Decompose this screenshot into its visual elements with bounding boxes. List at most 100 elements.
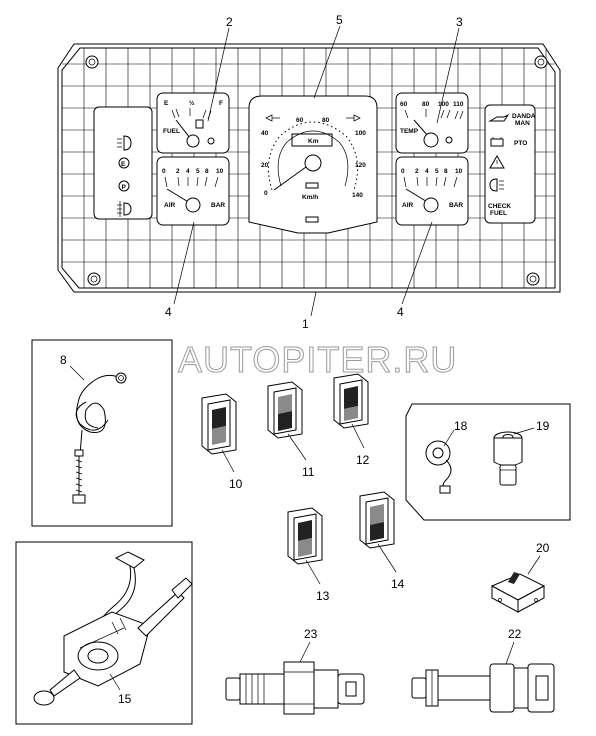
temp-tick: 80 [422, 101, 430, 108]
air-left-label: AIR [164, 202, 176, 209]
item-18-lamp-holder [425, 440, 452, 494]
air-right-tick: 2 [415, 168, 419, 175]
callout-2: 2 [226, 15, 233, 29]
air-right-label: AIR [402, 202, 414, 209]
speed-tick: 40 [261, 130, 269, 137]
air-left-tick: 8 [205, 168, 209, 175]
speedometer: 60 80 40 100 20 120 0 140 Km Km/h [248, 95, 378, 234]
danda-label: DANDA [512, 113, 536, 120]
temp-gauge: 60 80 100 110 TEMP [395, 92, 469, 154]
item-14-rocker-switch [359, 491, 395, 549]
speed-unit-label: Km/h [302, 194, 318, 201]
fog-light-icon [117, 201, 132, 217]
callout-8: 8 [60, 353, 67, 367]
speed-tick: 20 [261, 162, 269, 169]
callout-1: 1 [302, 317, 309, 331]
air-right-tick: 5 [435, 168, 439, 175]
callout-15: 15 [118, 692, 132, 706]
leader-11 [287, 433, 307, 461]
callout-5: 5 [336, 13, 343, 27]
left-warning-panel: E P [93, 106, 153, 220]
fuel-warn-label: FUEL [490, 210, 507, 217]
fuel-label: FUEL [163, 128, 180, 135]
item-19-bulb-socket [493, 431, 523, 486]
air-left-tick: 4 [186, 168, 190, 175]
item-18-19-box [405, 403, 571, 521]
warning-triangle-icon [489, 155, 505, 169]
air-right-tick: 4 [425, 168, 429, 175]
speed-tick: 140 [352, 192, 363, 199]
callout-12: 12 [356, 453, 370, 467]
speed-tick: 120 [355, 162, 366, 169]
leader-10 [221, 449, 235, 473]
km-label: Km [308, 138, 319, 145]
item-10-rocker-switch [201, 393, 237, 455]
leader-18 [443, 429, 455, 447]
callout-22: 22 [508, 627, 522, 641]
oil-can-icon [488, 113, 510, 122]
dash-leaders [173, 25, 460, 317]
bar-left-label: BAR [211, 202, 225, 209]
item-13-rocker-switch [287, 507, 323, 565]
leader-14 [377, 543, 397, 573]
p-icon: P [118, 180, 130, 192]
callout-13: 13 [316, 589, 330, 603]
air-left-tick: 5 [196, 168, 200, 175]
callout-3: 3 [456, 15, 463, 29]
air-gauge-right: 0 2 4 5 8 10 AIR BAR [395, 156, 469, 226]
speed-tick: 100 [355, 130, 366, 137]
callout-11: 11 [302, 465, 315, 479]
headlight-icon [117, 135, 132, 151]
leader-20 [527, 555, 541, 575]
item-22-sensor [411, 663, 555, 713]
air-left-tick: 10 [216, 168, 224, 175]
fuel-e-label: E [164, 100, 169, 107]
callout-20: 20 [536, 541, 550, 555]
callout-14: 14 [391, 577, 405, 591]
leader-12 [351, 423, 365, 449]
speed-tick: 80 [322, 117, 330, 124]
air-left-tick: 2 [176, 168, 180, 175]
battery-icon [490, 137, 504, 147]
mounting-holes [85, 55, 548, 286]
rear-fog-icon [489, 178, 504, 192]
callout-4: 4 [397, 305, 404, 319]
temp-tick: 110 [453, 101, 464, 108]
air-left-tick: 0 [162, 168, 166, 175]
leader-19 [513, 427, 535, 435]
callout-19: 19 [536, 419, 550, 433]
callout-18: 18 [454, 419, 468, 433]
item-20-relay [490, 572, 546, 613]
fuel-gauge: E ½ F FUEL [156, 92, 230, 154]
callout-10: 10 [229, 477, 243, 491]
right-warning-panel: DANDA MAN PTO CHECK FUEL [484, 104, 536, 224]
svg-text:E: E [121, 161, 126, 168]
leader-15 [109, 673, 121, 691]
air-right-tick: 0 [401, 168, 405, 175]
speed-tick: 60 [296, 117, 304, 124]
leader-8 [69, 365, 85, 381]
item-8-cable-sensor [31, 339, 173, 527]
fuel-f-label: F [219, 100, 223, 107]
item-11-rocker-switch [267, 381, 303, 439]
man-label: MAN [515, 120, 530, 127]
item-23-pressure-switch [225, 661, 365, 715]
e-icon: E [118, 157, 130, 169]
leader-23 [299, 641, 311, 663]
dash-panel: E P E ½ F [57, 43, 561, 293]
bar-right-label: BAR [449, 202, 463, 209]
air-right-tick: 10 [455, 168, 463, 175]
leader-22 [505, 641, 515, 665]
fuel-half-label: ½ [189, 99, 195, 107]
air-right-tick: 8 [444, 168, 448, 175]
temp-tick: 100 [438, 101, 449, 108]
leader-13 [305, 559, 321, 585]
temp-label: TEMP [400, 128, 419, 135]
item-15-column-switch [15, 541, 193, 725]
callout-numbers: 1 2 3 4 4 5 8 10 11 12 13 14 15 18 19 20… [60, 13, 550, 706]
watermark: AUTOPITER.RU [178, 339, 457, 380]
air-gauge-left: 0 2 4 5 8 10 AIR BAR [156, 156, 230, 226]
callout-4: 4 [165, 305, 172, 319]
callout-23: 23 [304, 627, 318, 641]
